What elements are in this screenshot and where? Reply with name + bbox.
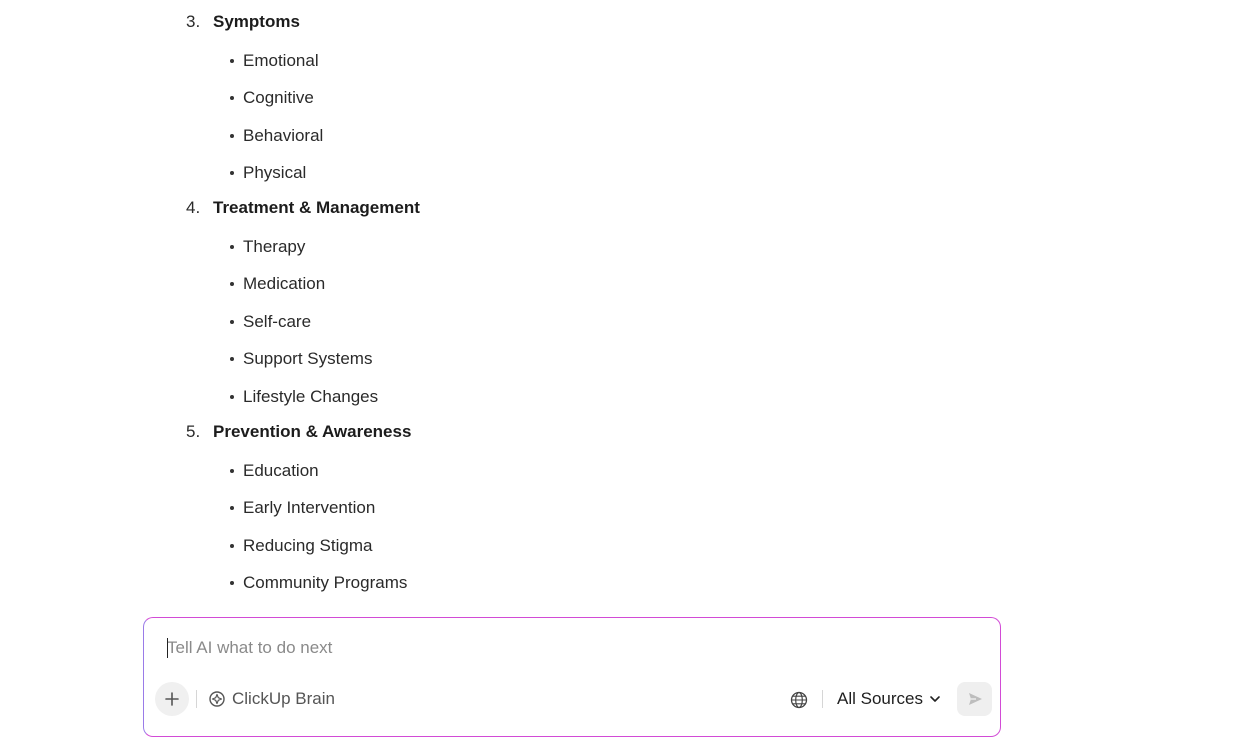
list-item: Community Programs <box>230 565 455 603</box>
list-item: Medication <box>230 266 464 304</box>
list-item: Reducing Stigma <box>230 527 455 565</box>
section-heading: 5. Prevention & Awareness <box>186 422 411 446</box>
list-item-text: Behavioral <box>243 125 324 145</box>
list-item-text: Medication <box>243 274 326 294</box>
ai-response-outline: 3. Symptoms Emotional Cognitive Behavior… <box>186 12 420 596</box>
list-item-text: Community Programs <box>243 573 408 593</box>
list-item-text: Lifestyle Changes <box>243 386 379 406</box>
bullet-dot <box>230 96 234 101</box>
list-item: Education <box>230 452 455 490</box>
list-item-text: Emotional <box>243 50 319 70</box>
section-heading: 3. Symptoms <box>186 12 300 36</box>
list-item: Self-care <box>230 303 464 341</box>
outline-section: 4. Treatment & Management Therapy Medica… <box>186 198 420 410</box>
clickup-brain-button[interactable]: ClickUp Brain <box>208 686 335 712</box>
section-number: 3. <box>186 12 201 31</box>
send-button[interactable] <box>957 682 992 716</box>
list-item: Therapy <box>230 228 464 266</box>
section-title: Symptoms <box>213 12 300 31</box>
toolbar-divider <box>822 690 823 708</box>
bullet-list: Education Early Intervention Reducing St… <box>230 452 455 602</box>
bullet-dot <box>230 133 234 138</box>
bullet-list: Emotional Cognitive Behavioral Physical <box>230 42 344 192</box>
list-item: Early Intervention <box>230 490 455 528</box>
bullet-dot <box>230 581 234 586</box>
list-item: Support Systems <box>230 341 464 379</box>
section-title: Treatment & Management <box>213 198 420 217</box>
chevron-down-icon <box>930 696 940 702</box>
list-item: Behavioral <box>230 117 344 155</box>
add-attachment-button[interactable] <box>155 682 189 716</box>
list-item-text: Support Systems <box>243 349 373 369</box>
outline-section: 3. Symptoms Emotional Cognitive Behavior… <box>186 12 323 186</box>
list-item-text: Reducing Stigma <box>243 535 373 555</box>
toolbar-divider <box>196 690 197 708</box>
list-item-text: Early Intervention <box>243 498 376 518</box>
prompt-input[interactable] <box>167 636 927 660</box>
list-item: Lifestyle Changes <box>230 378 464 416</box>
list-item: Emotional <box>230 42 344 80</box>
list-item: Physical <box>230 155 344 193</box>
list-item-text: Therapy <box>243 236 306 256</box>
list-item-text: Education <box>243 460 319 480</box>
bullet-dot <box>230 468 234 473</box>
list-item-text: Self-care <box>243 311 312 331</box>
section-heading: 4. Treatment & Management <box>186 198 420 222</box>
sources-label: All Sources <box>837 689 923 708</box>
bullet-list: Therapy Medication Self-care Support Sys… <box>230 228 464 416</box>
outline-section: 5. Prevention & Awareness Education Earl… <box>186 422 411 596</box>
bullet-dot <box>230 357 234 362</box>
list-item-text: Physical <box>243 163 307 183</box>
bullet-dot <box>230 244 234 249</box>
send-icon <box>968 693 982 705</box>
section-title: Prevention & Awareness <box>213 422 412 441</box>
bullet-dot <box>230 58 234 63</box>
bullet-dot <box>230 506 234 511</box>
list-item: Cognitive <box>230 80 344 118</box>
sources-dropdown[interactable]: All Sources <box>837 686 941 712</box>
plus-icon <box>165 692 179 706</box>
ai-composer: ClickUp Brain All Sources <box>143 617 1001 737</box>
bullet-dot <box>230 394 234 399</box>
bullet-dot <box>230 319 234 324</box>
clickup-brain-label: ClickUp Brain <box>232 689 335 708</box>
brain-icon <box>209 691 225 707</box>
globe-icon <box>790 691 808 709</box>
section-number: 5. <box>186 422 201 441</box>
bullet-dot <box>230 282 234 287</box>
text-caret <box>167 638 168 658</box>
bullet-dot <box>230 543 234 548</box>
web-search-toggle[interactable] <box>787 688 811 712</box>
bullet-dot <box>230 171 234 176</box>
list-item-text: Cognitive <box>243 88 314 108</box>
section-number: 4. <box>186 198 201 217</box>
